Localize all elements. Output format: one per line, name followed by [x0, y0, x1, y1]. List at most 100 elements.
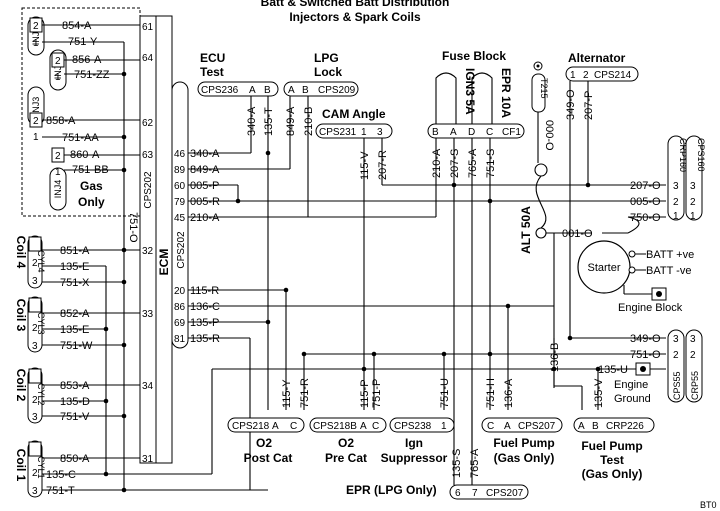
lpg-lock-pin-a: A — [288, 85, 295, 96]
ecm-pin-20: 20 — [174, 286, 186, 297]
ecu-test-label-2: Test — [200, 65, 224, 79]
coil3-pin-2: 2 — [32, 323, 38, 334]
coil-1-label: Coil 1 — [14, 449, 28, 482]
alt50-label: ALT 50A — [519, 206, 533, 254]
epr-label: EPR (LPG Only) — [346, 483, 437, 497]
ecu-test-conn-id: CPS236 — [201, 85, 239, 96]
o2-pre-pin-c: C — [372, 421, 379, 432]
wire-207-R-v: 207-R — [377, 150, 389, 180]
coil-4-label: Coil 4 — [14, 236, 28, 269]
wire-850-A: 850-A — [60, 453, 90, 465]
inj2-pin-1: 1 — [55, 72, 61, 83]
ecu-test-connector — [197, 81, 279, 97]
coil4-pin-2: 2 — [32, 258, 38, 269]
cps160-pin-2: 2 — [690, 197, 696, 208]
wire-751-O: 751-O — [630, 349, 661, 361]
cam-conn-id: CPS231 — [319, 127, 357, 138]
corner-ref: BT0 — [700, 500, 717, 510]
wire-858-A: 858-A — [46, 115, 76, 127]
wire-207-O: 207-O — [630, 180, 661, 192]
fp-test-label-3: (Gas Only) — [582, 467, 643, 481]
wire-210-A-v: 210-A — [431, 148, 443, 178]
fuel-pump-conn-id: CPS207 — [518, 421, 556, 432]
lpg-lock-conn-id: CPS209 — [318, 85, 356, 96]
wire-135-E-1: 135-E — [60, 261, 89, 273]
wire-005-R: 005-R — [190, 196, 220, 208]
o2-post-label-1: O2 — [256, 436, 272, 450]
ecm-pin-45: 45 — [174, 213, 186, 224]
ign-sup-label-1: Ign — [405, 436, 423, 450]
wire-849-A-v: 849-A — [285, 106, 297, 136]
wire-135-U: 135-U — [598, 364, 628, 376]
fuel-pump-label-1: Fuel Pump — [493, 436, 554, 450]
coil-wires — [42, 249, 268, 491]
o2-post-cat-connector — [227, 417, 305, 433]
wire-751-ZZ: 751-ZZ — [74, 69, 110, 81]
wire-765-A-v: 765-A — [467, 148, 479, 178]
ecm-connector-label: CPS202 — [143, 171, 154, 209]
epr-connector — [449, 484, 529, 500]
o2-pre-cat-connector — [309, 417, 387, 433]
epr-pin-7: 7 — [472, 488, 478, 499]
starter-label: Starter — [587, 262, 620, 274]
o2-pre-label-1: O2 — [338, 436, 354, 450]
fuel-pump-pin-c: C — [487, 421, 494, 432]
ecm-label: ECM — [157, 249, 171, 276]
inj4-pin-2: 2 — [55, 151, 61, 162]
wire-751-O-vertical: 751-O — [127, 212, 139, 243]
cps55-label: CPS55 — [672, 371, 682, 400]
cyl3-label: CYL3 — [36, 312, 46, 335]
title-line-1: Batt & Switched Batt Distribution — [261, 0, 450, 9]
ign-sup-conn-id: CPS238 — [394, 421, 432, 432]
coil-2-label: Coil 2 — [14, 369, 28, 402]
crp55-pin-3: 3 — [690, 334, 696, 345]
epr-pin-6: 6 — [455, 488, 461, 499]
fuse-block-label: Fuse Block — [442, 49, 506, 63]
alternator-label: Alternator — [568, 51, 626, 65]
wire-136-B: 136-B — [549, 343, 561, 372]
ecu-test-pin-a: A — [249, 85, 256, 96]
o2-pre-conn-id: CPS218B — [313, 421, 357, 432]
wire-340-A-v: 340-A — [246, 106, 258, 136]
fuse-pin-c: C — [486, 127, 493, 138]
wire-349-O: 349-O — [630, 333, 661, 345]
wire-210-B-v: 210-B — [303, 107, 315, 136]
ecm-pin-60: 60 — [174, 181, 186, 192]
ecm-pin-34: 34 — [142, 381, 154, 392]
wire-135-E-2: 135-E — [60, 324, 89, 336]
ecm-pin-62: 62 — [142, 118, 154, 129]
coil4-pin-3: 3 — [32, 276, 38, 287]
fp-test-pin-b: B — [592, 421, 599, 432]
wire-340-A: 340-A — [190, 148, 220, 160]
cps160-label: CPS160 — [696, 138, 706, 172]
ecm-pin-81: 81 — [174, 334, 186, 345]
gas-only-label-1: Gas — [80, 179, 103, 193]
wire-750-O: 750-O — [630, 212, 661, 224]
wire-856-A: 856-A — [72, 54, 102, 66]
cps160-pin-1: 1 — [690, 211, 696, 222]
cps55-pin-3: 3 — [673, 334, 679, 345]
cam-pin-1: 1 — [361, 127, 367, 138]
o2-post-pin-a: A — [272, 421, 279, 432]
fuel-pump-label-2: (Gas Only) — [494, 451, 555, 465]
ecm-pin-89: 89 — [174, 165, 186, 176]
wire-751-S-v: 751-S — [485, 149, 497, 178]
alternator-connector — [565, 66, 639, 82]
fuse-ign3-label: IGN3 5A — [463, 68, 477, 115]
wire-115-R: 115-R — [190, 285, 219, 297]
wire-751-T: 751-T — [46, 485, 75, 497]
wire-135-V: 135-V — [593, 378, 605, 408]
ecm-pin-86: 86 — [174, 302, 186, 313]
wire-001-O: 001-O — [562, 228, 593, 240]
cyl1-label: CYL1 — [36, 456, 46, 479]
wire-115-V-v: 115-V — [359, 151, 371, 180]
wire-135-D: 135-D — [60, 396, 90, 408]
wire-207-P-v: 207-P — [583, 91, 595, 120]
wire-851-A: 851-A — [60, 245, 90, 257]
wire-135-T-v: 135-T — [263, 107, 275, 136]
wire-765-A: 765-A — [469, 448, 481, 478]
inj4-pin-1: 1 — [55, 167, 61, 178]
ecm-pin-33: 33 — [142, 309, 154, 320]
alt50-wiring — [534, 112, 628, 239]
